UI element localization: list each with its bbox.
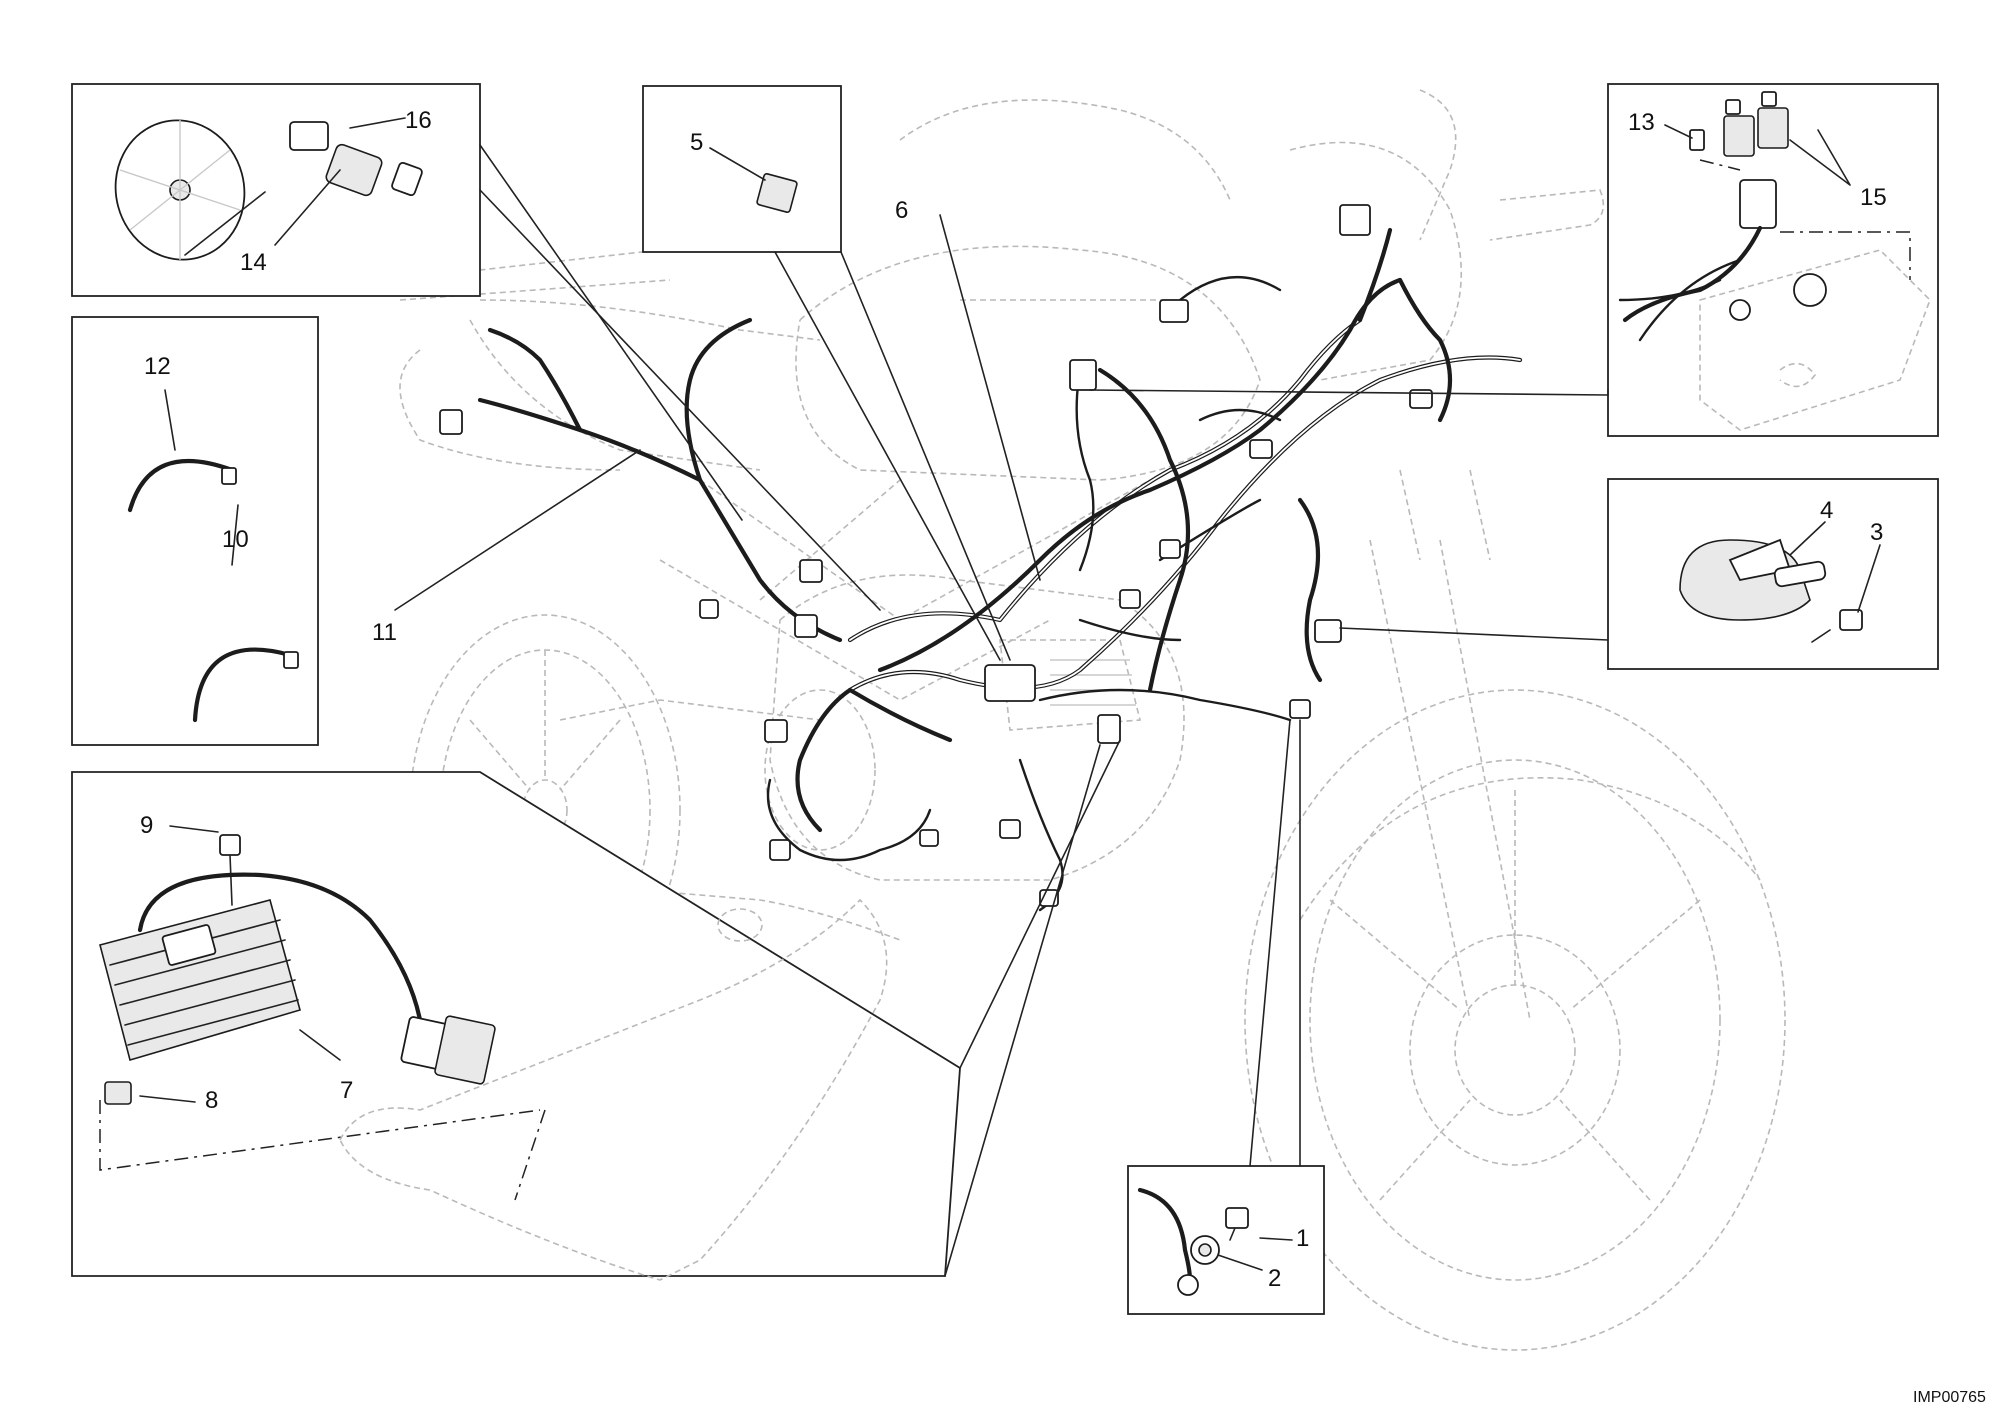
box-fuse [642,85,842,253]
callout-6: 6 [895,197,908,224]
callout-15: 15 [1860,184,1887,211]
callout-7: 7 [340,1077,353,1104]
motorcycle-outline [389,89,1786,1351]
callout-2: 2 [1268,1265,1281,1292]
fuse-5 [756,173,798,213]
drawing-code: IMP00765 [1913,1389,1986,1406]
box-speed-sensor-kit [71,83,481,297]
callout-9: 9 [140,812,153,839]
main-wiring-harness [439,204,1523,912]
callout-4: 4 [1820,497,1833,524]
callout-12: 12 [144,353,171,380]
box-cable-ties [71,316,319,746]
box-horn [1607,478,1939,670]
callout-11: 11 [372,619,397,646]
callout-16: 16 [405,107,432,134]
box-ground-screw [1127,1165,1325,1315]
screw-13 [1689,129,1705,151]
box-voltage-regulator [71,771,961,1281]
callout-10: 10 [222,526,249,553]
callout-labels: 1 2 3 4 5 6 7 8 9 10 11 12 13 14 15 16 [140,107,1887,1292]
leader-lines [139,117,1881,1277]
callout-13: 13 [1628,109,1655,136]
callout-5: 5 [690,129,703,156]
callout-8: 8 [205,1087,218,1114]
box-relays [1607,83,1939,437]
sensor-connector-16 [289,121,329,151]
callout-14: 14 [240,249,267,276]
callout-3: 3 [1870,519,1883,546]
callout-1: 1 [1296,1225,1309,1252]
